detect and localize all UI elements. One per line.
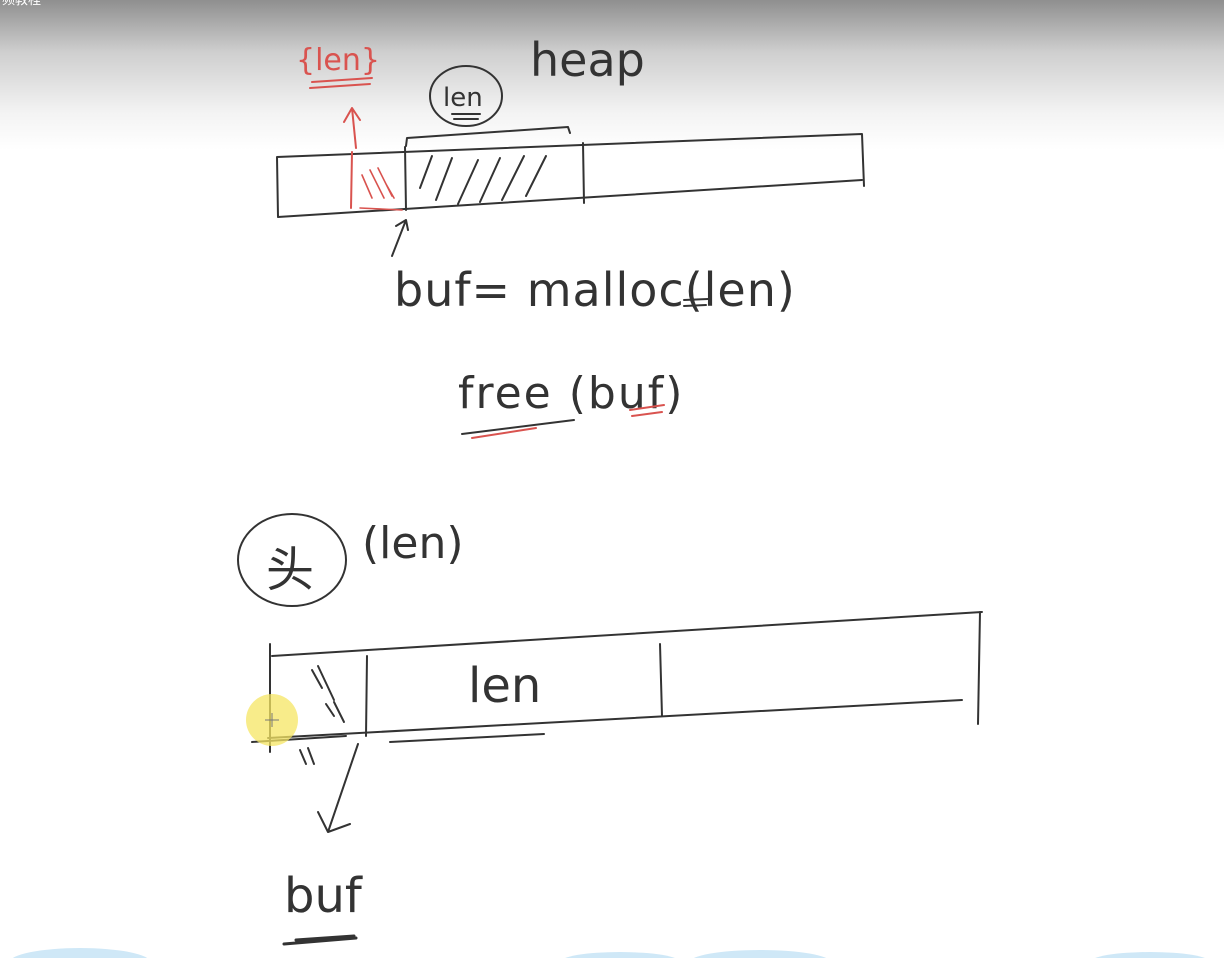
bottom-buf-underline (282, 934, 358, 946)
red-up-arrow (343, 107, 361, 149)
bottom-diagram: 头 (len) len buf (237, 513, 983, 946)
buf-underline-red (629, 404, 665, 417)
free-underline-black (461, 419, 575, 435)
red-header-divider (350, 151, 353, 209)
free-text: free (buf) (458, 368, 684, 419)
heap-divider-2 (582, 142, 585, 204)
heap-label: heap (530, 33, 645, 87)
block-len-underline (389, 733, 545, 743)
red-underline (309, 77, 373, 89)
free-underline-red (471, 427, 537, 439)
red-header-hatching (359, 167, 403, 211)
header-hatching (311, 665, 345, 723)
len-circle (429, 65, 503, 127)
bottom-buf-label: buf (284, 868, 363, 924)
malloc-text: buf= malloc(len) (394, 263, 796, 317)
len-circle-label: len (443, 83, 483, 113)
window-title: 频教程 (2, 0, 42, 8)
red-len-label: {len} (296, 43, 380, 78)
block-len-label: len (468, 658, 541, 714)
len-circle-underline (451, 113, 481, 120)
allocated-hatching (419, 155, 547, 205)
malloc-len-underline (683, 298, 709, 307)
heap-divider-1 (404, 146, 407, 211)
top-gradient-bar (0, 0, 1224, 150)
block-divider-1 (365, 655, 368, 737)
block-bar (267, 611, 983, 753)
bottom-blobs (12, 948, 1205, 958)
buf-down-arrow (317, 743, 359, 833)
len-bracket (405, 126, 571, 147)
buf-pointer-arrow (391, 219, 409, 257)
header-len-paren: (len) (362, 518, 464, 569)
heap-bar (276, 133, 865, 218)
block-divider-2 (659, 643, 663, 717)
cursor-highlight (246, 694, 298, 746)
header-circle-char: 头 (266, 542, 314, 598)
crosshair-icon (265, 713, 279, 727)
top-diagram: {len} heap len buf= malloc(len) free (bu… (276, 33, 865, 439)
header-circle (237, 513, 347, 607)
